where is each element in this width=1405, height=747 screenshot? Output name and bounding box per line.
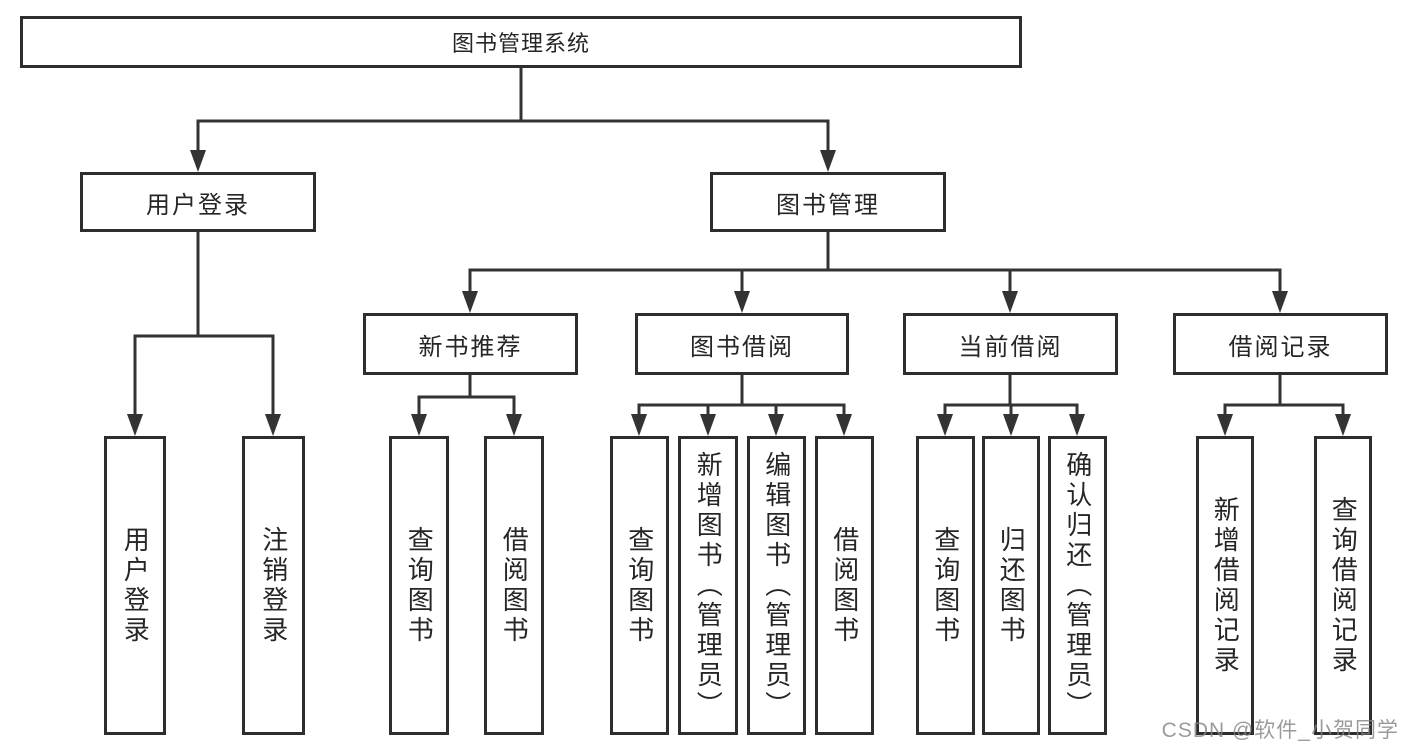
leaf-query-books-rec: 查询图书	[389, 436, 449, 735]
node-label: 新增借阅记录	[1210, 495, 1241, 676]
leaf-borrow-books-rec: 借阅图书	[484, 436, 544, 735]
leaf-confirm-return-admin: 确认归还（管理员）	[1048, 436, 1107, 735]
node-label: 图书管理	[776, 191, 880, 219]
leaf-edit-books-admin: 编辑图书（管理员）	[747, 436, 806, 735]
arrow-down-icon	[820, 150, 836, 172]
node-root-library-system: 图书管理系统	[20, 16, 1022, 68]
node-book-borrowing: 图书借阅	[635, 313, 849, 375]
arrow-down-icon	[1272, 291, 1288, 313]
arrow-down-icon	[937, 414, 953, 436]
node-label: 借阅图书	[829, 525, 860, 646]
arrow-down-icon	[411, 414, 427, 436]
leaf-query-borrow-record: 查询借阅记录	[1314, 436, 1372, 735]
arrow-down-icon	[127, 414, 143, 436]
arrow-down-icon	[265, 414, 281, 436]
connector-new-book-rec-to-leaves	[411, 373, 522, 436]
csdn-watermark: CSDN @软件_小贺同学	[1161, 719, 1399, 742]
arrow-down-icon	[190, 150, 206, 172]
leaf-query-books-current: 查询图书	[916, 436, 975, 735]
arrow-down-icon	[1003, 414, 1019, 436]
node-label: 查询图书	[404, 525, 435, 646]
arrow-down-icon	[1002, 291, 1018, 313]
arrow-down-icon	[734, 291, 750, 313]
node-book-management: 图书管理	[710, 172, 946, 232]
node-label: 注销登录	[258, 525, 289, 646]
node-label: 归还图书	[996, 525, 1027, 646]
node-label: 确认归还（管理员）	[1062, 450, 1093, 721]
arrow-down-icon	[836, 414, 852, 436]
connector-user-login-to-leaves	[127, 230, 281, 436]
leaf-add-borrow-record: 新增借阅记录	[1196, 436, 1254, 735]
node-label: 新书推荐	[418, 333, 523, 361]
node-label: 借阅记录	[1228, 333, 1333, 361]
leaf-user-login: 用户登录	[104, 436, 166, 735]
leaf-return-books: 归还图书	[982, 436, 1040, 735]
node-label: 新增图书（管理员）	[693, 450, 724, 721]
node-label: 查询借阅记录	[1328, 495, 1359, 676]
arrow-down-icon	[1069, 414, 1085, 436]
leaf-add-books-admin: 新增图书（管理员）	[678, 436, 738, 735]
arrow-down-icon	[462, 291, 478, 313]
connector-current-borrow-to-leaves	[937, 373, 1085, 436]
node-label: 图书借阅	[690, 333, 794, 361]
leaf-query-books-borrow: 查询图书	[610, 436, 669, 735]
connector-book-mgmt-to-level3	[462, 230, 1288, 313]
arrow-down-icon	[506, 414, 522, 436]
node-new-book-recommendation: 新书推荐	[363, 313, 578, 375]
node-label: 图书管理系统	[451, 31, 590, 56]
node-label: 编辑图书（管理员）	[761, 450, 792, 721]
arrow-down-icon	[1335, 414, 1351, 436]
arrow-down-icon	[768, 414, 784, 436]
node-label: 当前借阅	[958, 333, 1063, 361]
connector-borrow-records-to-leaves	[1217, 373, 1351, 436]
node-user-login: 用户登录	[80, 172, 316, 232]
leaf-borrow-books: 借阅图书	[815, 436, 874, 735]
node-label: 用户登录	[120, 525, 151, 646]
node-label: 查询图书	[930, 525, 961, 646]
connector-root-to-level2	[190, 66, 836, 172]
node-current-borrowing: 当前借阅	[903, 313, 1118, 375]
arrow-down-icon	[631, 414, 647, 436]
arrow-down-icon	[1217, 414, 1233, 436]
node-label: 查询图书	[624, 525, 655, 646]
arrow-down-icon	[700, 414, 716, 436]
node-label: 借阅图书	[499, 525, 530, 646]
node-label: 用户登录	[146, 191, 250, 219]
connector-book-borrow-to-leaves	[631, 373, 852, 436]
leaf-logout: 注销登录	[242, 436, 305, 735]
node-borrowing-records: 借阅记录	[1173, 313, 1388, 375]
